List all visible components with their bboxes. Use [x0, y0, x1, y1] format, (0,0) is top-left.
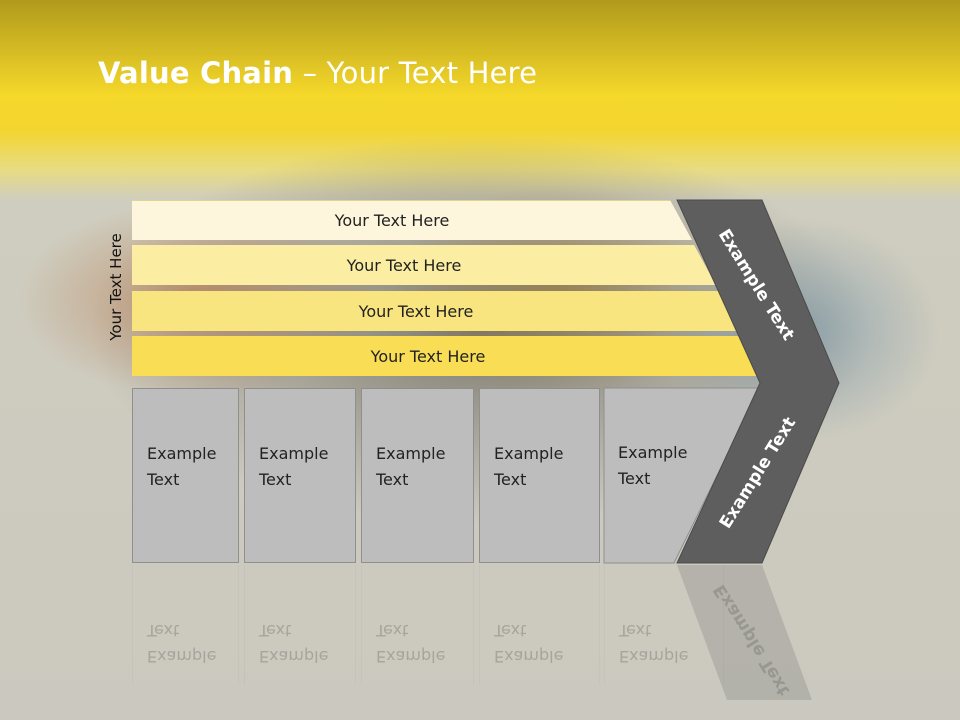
box-line-1: Example [376, 444, 446, 463]
title-rest: – Your Text Here [293, 56, 538, 90]
box-reflection-4: Example Text [479, 565, 600, 685]
box-reflection-2: Example Text [244, 565, 356, 685]
reflect-line: Text [147, 621, 180, 640]
value-bar-4: Your Text Here [132, 336, 764, 376]
value-bar-label: Your Text Here [346, 255, 462, 275]
value-bar-2: Your Text Here [132, 245, 716, 285]
slide-title: Value Chain – Your Text Here [98, 56, 537, 90]
chevron-arrow [676, 199, 840, 564]
chain-box-5-shape [603, 387, 761, 564]
reflect-line: Text [259, 621, 292, 640]
reflect-line: Example [376, 647, 446, 666]
box-line-1: Example [494, 444, 564, 463]
box-reflection-1: Example Text [132, 565, 239, 685]
reflect-line: Text [376, 621, 409, 640]
reflect-line: Example [147, 647, 217, 666]
reflect-line: Text [494, 621, 527, 640]
box-reflection-3: Example Text [361, 565, 474, 685]
chevron-reflection [677, 565, 812, 700]
value-bar-label: Your Text Here [358, 301, 474, 321]
box-line-2: Text [259, 470, 292, 489]
reflect-line: Example [494, 647, 564, 666]
box-line-1: Example [618, 443, 688, 462]
value-bar-label: Your Text Here [370, 346, 486, 366]
value-bar-label: Your Text Here [334, 211, 450, 230]
value-bar-3: Your Text Here [132, 291, 740, 331]
box-reflection-5: Example Text [604, 565, 724, 685]
box-line-1: Example [259, 444, 329, 463]
box-line-2: Text [494, 470, 527, 489]
box-line-1: Example [147, 444, 217, 463]
box-line-2: Text [376, 470, 409, 489]
box-line-2: Text [618, 469, 651, 488]
reflect-line: Text [619, 621, 652, 640]
box-line-2: Text [147, 470, 180, 489]
reflect-line: Example [259, 647, 329, 666]
value-bar-1: Your Text Here [132, 200, 692, 240]
title-bold: Value Chain [98, 56, 294, 90]
reflect-line: Example [619, 647, 689, 666]
